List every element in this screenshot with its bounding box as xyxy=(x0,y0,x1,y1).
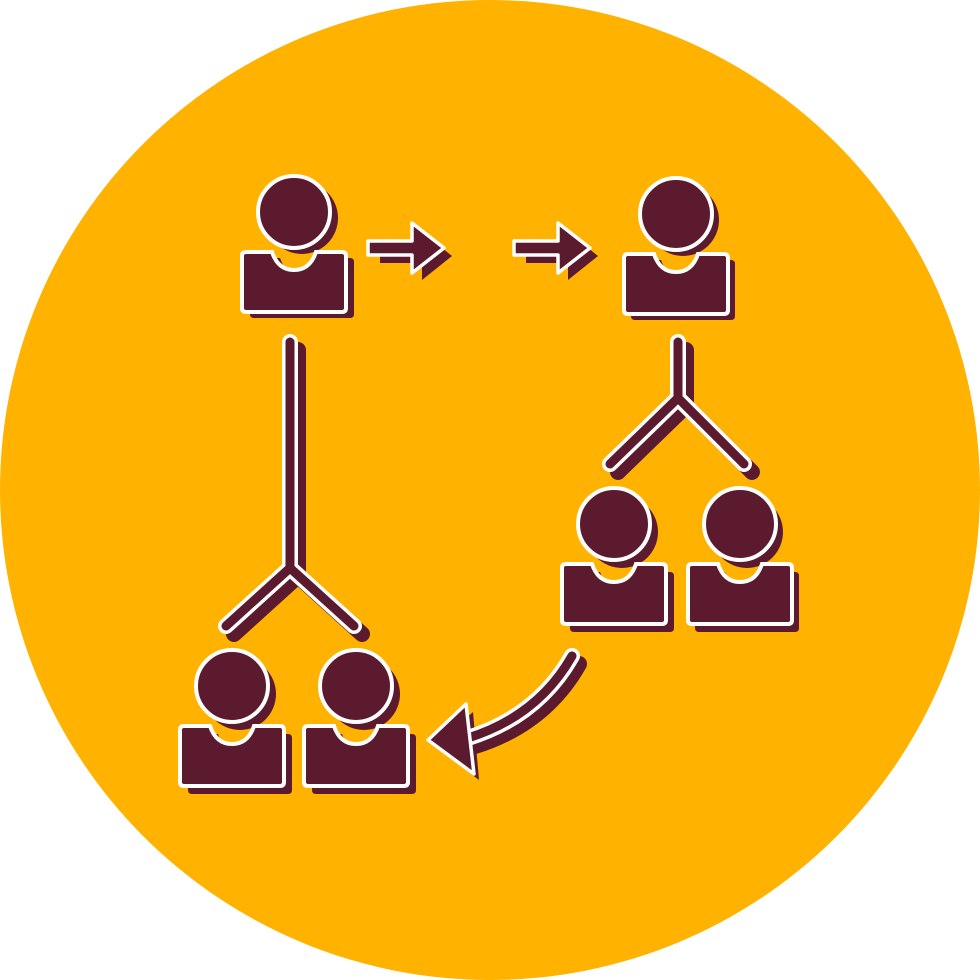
long-branch-connector xyxy=(218,334,370,642)
branch-connector xyxy=(602,334,760,480)
arrow-right-icon xyxy=(512,221,598,280)
curved-arrow-icon xyxy=(426,648,587,780)
arrow-right-icon xyxy=(366,221,452,280)
